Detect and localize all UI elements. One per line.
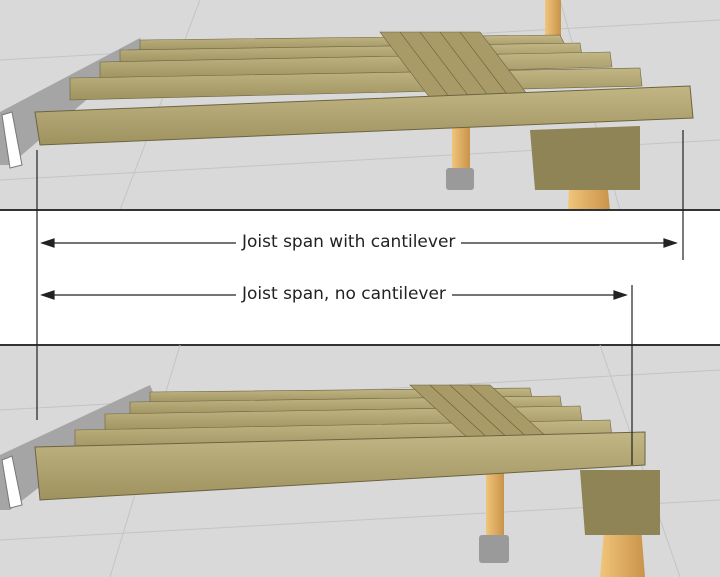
post — [545, 0, 561, 40]
decking-boards — [379, 31, 531, 99]
rim-joist — [34, 431, 646, 501]
bottom-panel-no-cantilever — [0, 344, 720, 577]
beam — [530, 126, 640, 190]
label-no-cantilever: Joist span, no cantilever — [236, 284, 452, 304]
rim-joist — [34, 85, 694, 146]
post — [452, 120, 470, 172]
footing — [446, 168, 474, 190]
label-with-cantilever: Joist span with cantilever — [236, 232, 462, 252]
top-panel-cantilever — [0, 0, 720, 211]
